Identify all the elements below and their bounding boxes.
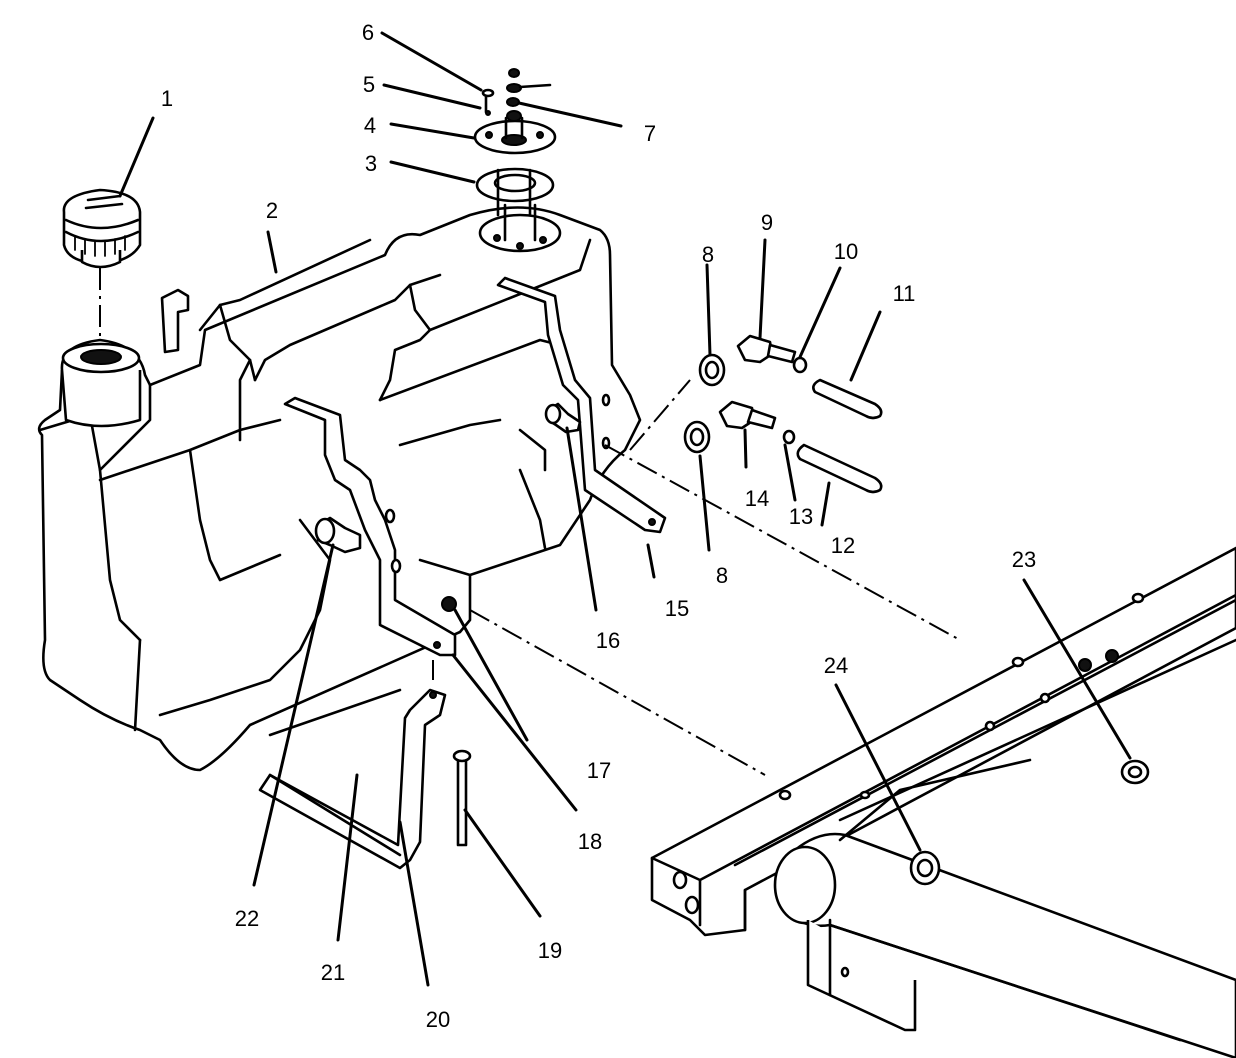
callout-19: 19 [538,938,562,963]
callout-8-upper: 8 [702,242,714,267]
callout-15: 15 [665,596,689,621]
callout-3: 3 [365,151,377,176]
callout-13: 13 [789,504,813,529]
tank-straps [283,276,667,657]
callout-5: 5 [363,72,375,97]
lower-bracket [258,688,472,870]
fuel-tank [37,203,642,772]
leader-lines [118,31,1132,987]
callout-11: 11 [893,281,916,306]
callout-1: 1 [161,86,173,111]
callout-17: 17 [587,758,611,783]
fittings-hoses [683,334,883,494]
callout-23: 23 [1012,547,1036,572]
callout-8-lower: 8 [716,563,728,588]
callout-14: 14 [745,486,769,511]
callout-2: 2 [266,198,278,223]
frame-rail [650,546,1236,937]
fuel-cap [62,188,142,269]
fasteners [314,402,1150,886]
callout-4: 4 [364,113,376,138]
callout-18: 18 [578,829,602,854]
callout-9: 9 [761,210,773,235]
callout-10: 10 [834,239,858,264]
callout-21: 21 [321,960,345,985]
callout-20: 20 [426,1007,450,1032]
callout-16: 16 [596,628,620,653]
callout-12: 12 [831,533,855,558]
fuel-sender-assembly [473,68,557,217]
callout-24: 24 [824,653,848,678]
callout-6: 6 [362,20,374,45]
callout-labels: 1 2 3 4 5 6 7 8 8 9 10 11 12 13 14 15 16… [161,20,1036,1032]
centerlines [99,268,961,776]
cross-tube [773,758,1236,1058]
callout-22: 22 [235,906,259,931]
callout-7: 7 [644,121,656,146]
